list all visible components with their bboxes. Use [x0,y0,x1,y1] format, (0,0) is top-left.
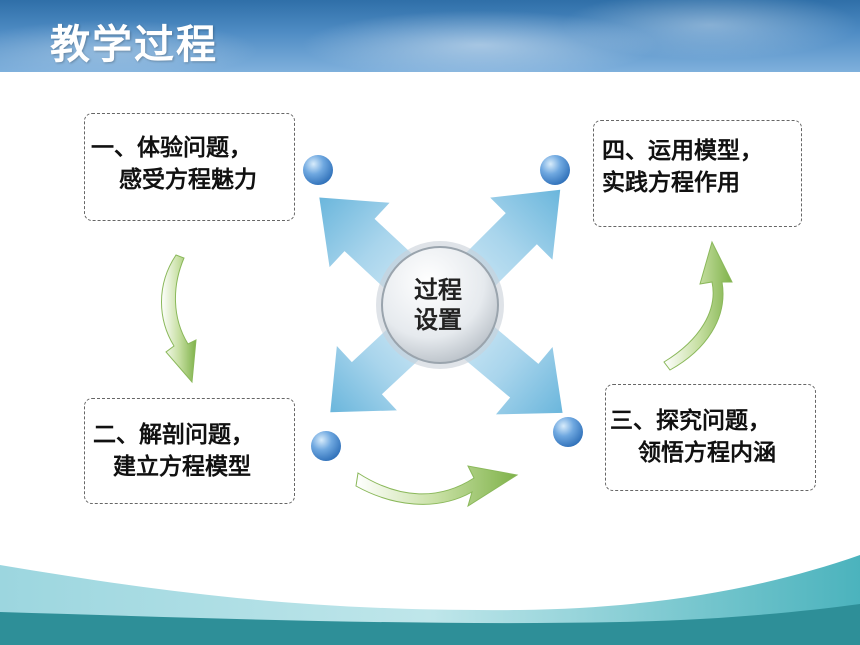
step-title: 二、解剖问题， [93,422,254,448]
banner-cloud [0,20,260,72]
center-label-line1: 过程 [414,276,462,304]
step-subtitle: 建立方程模型 [113,454,251,480]
step-box-2: 二、解剖问题， 建立方程模型 [84,398,295,504]
node-ball-step2 [311,431,341,461]
step-title: 四、运用模型， [602,138,763,164]
banner-cloud [560,0,860,60]
step-box-1: 一、体验问题， 感受方程魅力 [84,113,295,221]
step-subtitle: 实践方程作用 [602,170,740,196]
node-ball-step3 [553,417,583,447]
step-title: 三、探究问题， [610,408,771,434]
center-label: 过程 设置 [390,275,486,335]
banner-cloud [300,10,660,72]
green-arrow-step3-to-step4 [663,240,733,371]
step-title: 一、体验问题， [91,135,252,161]
node-ball-step1 [303,155,333,185]
center-node [376,241,504,369]
center-label-line2: 设置 [414,306,462,334]
node-ball-step4 [540,155,570,185]
footer-wave [0,555,860,645]
step-box-4: 四、运用模型， 实践方程作用 [593,120,802,227]
title-banner: 教学过程 [0,0,860,72]
step-subtitle: 感受方程魅力 [119,167,257,193]
green-arrow-step1-to-step2 [161,254,197,384]
step-box-3: 三、探究问题， 领悟方程内涵 [605,384,816,491]
step-subtitle: 领悟方程内涵 [638,440,776,466]
page-title: 教学过程 [50,22,218,68]
green-arrow-step2-to-step3 [355,465,519,508]
